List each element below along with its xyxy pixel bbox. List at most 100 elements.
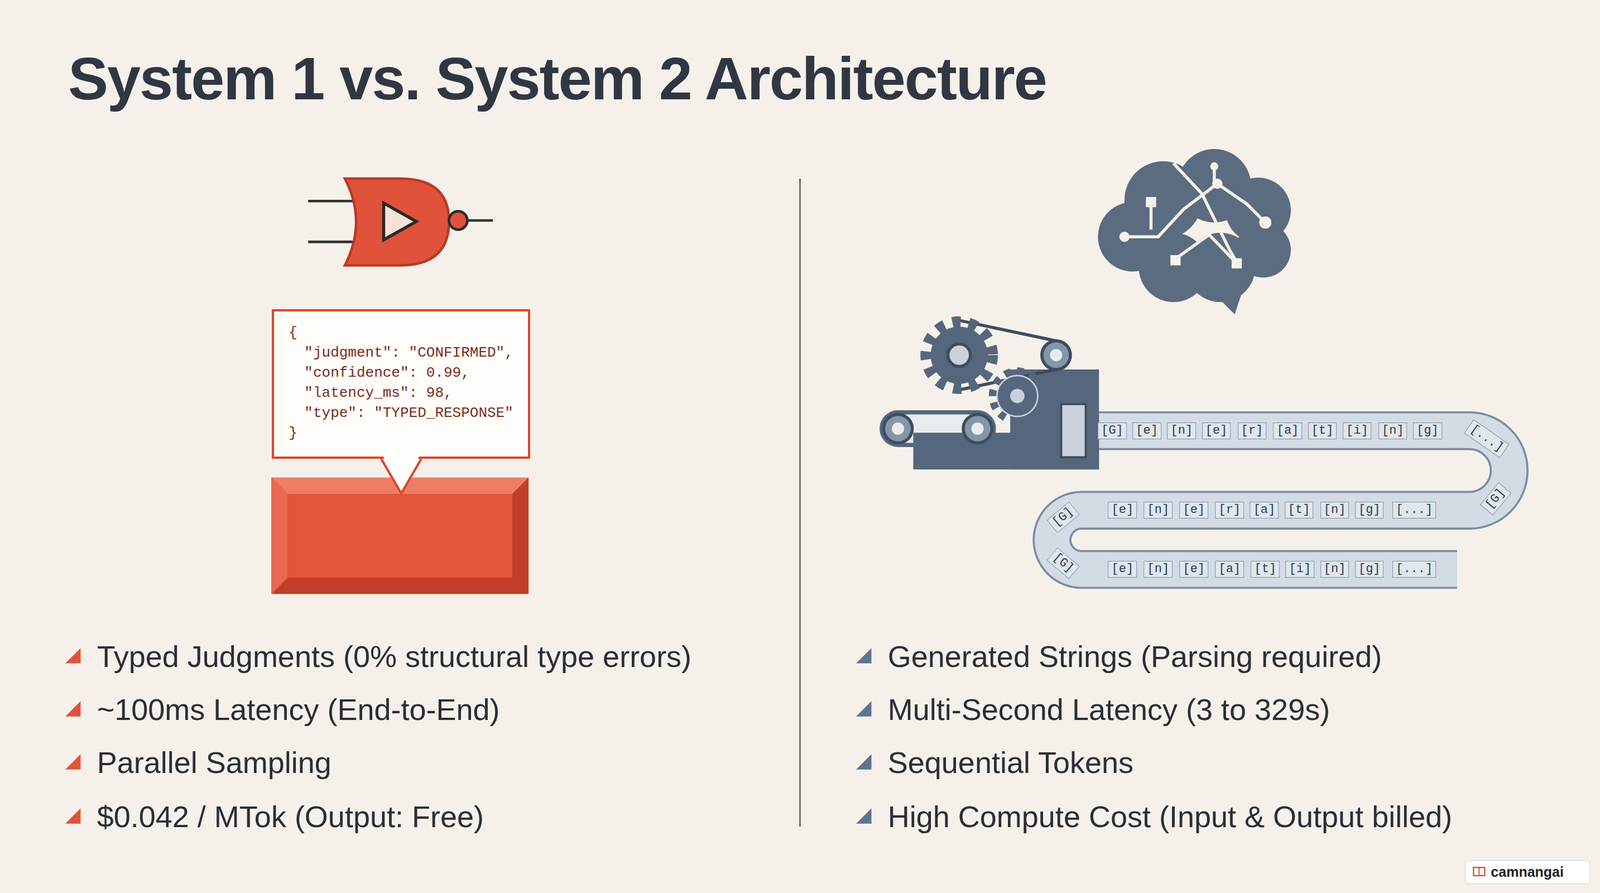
- gear: [996, 375, 1038, 417]
- pulley-hub: [1049, 348, 1063, 362]
- bullet-marker: [856, 753, 872, 770]
- token-cell: [i]: [1342, 422, 1372, 440]
- token-cell: [n]: [1143, 560, 1173, 578]
- circuit-node: [1119, 231, 1130, 242]
- code-line: "type": "TYPED_RESPONSE": [288, 402, 513, 424]
- circuit-node: [1210, 162, 1219, 171]
- token-cell: [g]: [1413, 422, 1443, 440]
- bullet-text: High Compute Cost (Input & Output billed…: [887, 799, 1453, 834]
- pulley: [963, 414, 992, 443]
- gate-body: [344, 178, 450, 266]
- bullet-text: Typed Judgments (0% structural type erro…: [97, 638, 692, 674]
- circuit-node: [1170, 255, 1181, 266]
- token-cell: [n]: [1320, 560, 1350, 578]
- json-box: {"judgment": "CONFIRMED","confidence": 0…: [271, 309, 530, 459]
- token-machine: [881, 320, 1099, 470]
- circuit-node: [1259, 216, 1272, 229]
- brain-circuit: [1124, 163, 1266, 268]
- code-line: "confidence": 0.99,: [288, 362, 513, 383]
- bullet-text: Generated Strings (Parsing required): [887, 638, 1382, 674]
- token-cell: [e]: [1179, 560, 1209, 578]
- token-cell: [e]: [1107, 501, 1137, 519]
- bullet-marker: [856, 647, 872, 663]
- token-cell: [e]: [1132, 422, 1162, 440]
- bullet-marker: [65, 808, 81, 824]
- code-line: {: [288, 322, 513, 343]
- gate-input: [308, 200, 358, 242]
- token-cell: [a]: [1273, 422, 1303, 440]
- token-cell: [a]: [1214, 560, 1244, 578]
- bullet-marker: [856, 808, 872, 824]
- bullet-marker: [856, 700, 872, 717]
- watermark-icon: [1473, 867, 1485, 876]
- token-cell: [i]: [1285, 560, 1315, 578]
- pulley: [883, 414, 912, 443]
- gear-hub: [948, 343, 971, 367]
- watermark-box: [1465, 859, 1590, 884]
- circuit-node: [1231, 258, 1242, 269]
- brain-tail: [1212, 283, 1246, 315]
- machine-slot: [1061, 404, 1087, 458]
- code-line: "latency_ms": 98,: [288, 382, 513, 403]
- block-outer: [271, 477, 529, 594]
- circuit-node: [1145, 197, 1156, 208]
- bullet-marker: [65, 753, 81, 770]
- token-cell: [t]: [1250, 560, 1280, 578]
- bullet-text: ~100ms Latency (End-to-End): [97, 692, 501, 727]
- code-line: }: [288, 423, 513, 444]
- brain-icon: [1097, 149, 1291, 315]
- pointer-edge: [381, 458, 422, 494]
- gate-output: [467, 219, 493, 223]
- gear: [930, 326, 988, 384]
- gear-teeth: [993, 372, 1041, 420]
- bullet-text: Sequential Tokens: [887, 745, 1134, 780]
- bullet-text: Parallel Sampling: [97, 745, 332, 780]
- pulley-hub: [891, 422, 905, 435]
- circuit-line: [1173, 168, 1237, 264]
- bullet-text: Multi-Second Latency (3 to 329s): [887, 692, 1330, 727]
- token-cell: [r]: [1214, 501, 1244, 519]
- token-cell: [...]: [1392, 501, 1436, 519]
- gate-play: [383, 203, 417, 240]
- bullet-text: $0.042 / MTok (Output: Free): [97, 799, 484, 834]
- block-face: [287, 493, 513, 578]
- output-block: [271, 477, 529, 594]
- circuit-node: [1212, 178, 1223, 189]
- circuit-line: [1150, 163, 1240, 268]
- token-cell: [e]: [1107, 560, 1137, 578]
- token-cell: [n]: [1378, 422, 1408, 440]
- token-cell: [r]: [1237, 422, 1267, 440]
- circuit-nodes: [1119, 162, 1272, 269]
- divider-line: [799, 178, 801, 827]
- pulley-hub: [971, 422, 984, 435]
- token-belt: [1051, 430, 1510, 570]
- bullet-marker: [65, 700, 81, 717]
- token-cell: [G]: [1097, 422, 1127, 440]
- gear-hub: [1010, 388, 1025, 404]
- token-cell: [n]: [1320, 501, 1350, 519]
- token-cell: [g]: [1355, 501, 1385, 519]
- token-cell: [t]: [1308, 422, 1338, 440]
- token-cell: [a]: [1250, 501, 1280, 519]
- code-line: "judgment": "CONFIRMED",: [288, 342, 513, 363]
- block-bevel-left: [271, 477, 288, 594]
- gear-teeth: [926, 322, 992, 388]
- gate-symbol: [308, 178, 493, 266]
- token-belt-edge: [1051, 430, 1510, 570]
- token-cell: [n]: [1167, 422, 1197, 440]
- bullet-marker: [65, 647, 81, 663]
- gate-bubble: [449, 211, 468, 230]
- watermark: camnangai: [1490, 863, 1564, 881]
- token-cell: [e]: [1202, 422, 1232, 440]
- circuit-line: [1124, 183, 1266, 237]
- title: System 1 vs. System 2 Architecture: [68, 43, 1047, 114]
- watermark-icon: [1478, 867, 1480, 876]
- callout-pointer: [378, 456, 424, 496]
- token-cell: [...]: [1392, 560, 1436, 578]
- bullet-markers: [65, 647, 872, 824]
- token-cell: [t]: [1284, 501, 1314, 519]
- token-cell: [g]: [1355, 560, 1385, 578]
- token-cell: [e]: [1179, 501, 1209, 519]
- pointer-fill: [383, 456, 420, 494]
- pulley: [1041, 340, 1071, 370]
